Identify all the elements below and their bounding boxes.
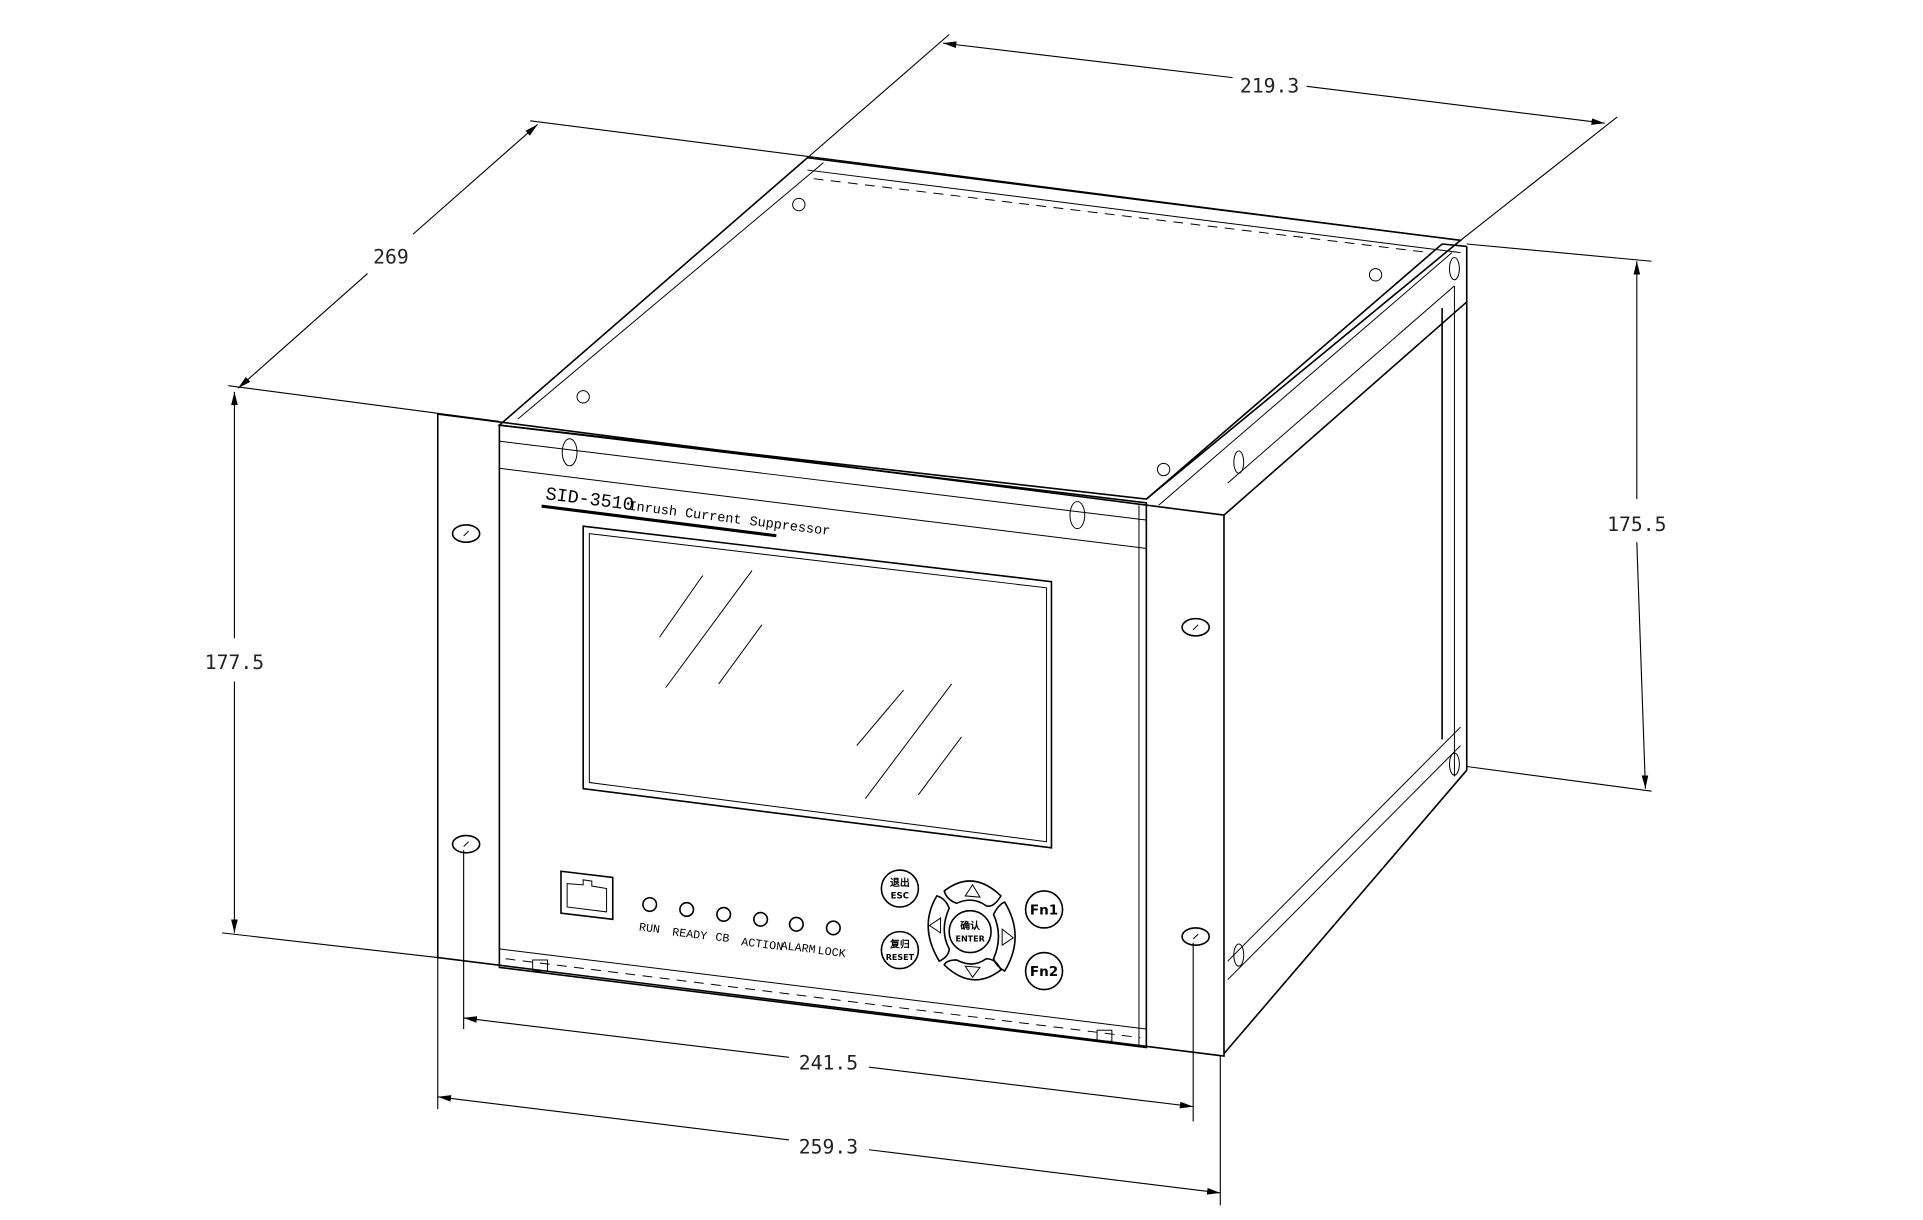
led-indicators: RUN READY CB ACTION ALARM LOCK bbox=[638, 896, 847, 961]
led-run bbox=[642, 896, 658, 913]
ethernet-port-icon bbox=[560, 870, 614, 921]
led-ready bbox=[679, 901, 695, 918]
right-button[interactable] bbox=[992, 901, 1016, 973]
led-label: READY bbox=[671, 925, 708, 943]
mounting-hole bbox=[451, 834, 481, 854]
front-panel: SID-3510 Inrush Current Suppressor bbox=[498, 424, 1148, 1049]
up-button[interactable] bbox=[943, 880, 1002, 907]
mounting-hole bbox=[451, 524, 481, 544]
mounting-hole bbox=[1181, 927, 1210, 946]
front-flange bbox=[436, 413, 1225, 1058]
svg-text:ESC: ESC bbox=[891, 891, 909, 901]
svg-text:ENTER: ENTER bbox=[956, 934, 985, 943]
dim-height-front: 177.5 bbox=[205, 651, 264, 674]
dim-depth-top: 219.3 bbox=[1240, 74, 1299, 97]
led-label: RUN bbox=[638, 920, 661, 936]
svg-text:Fn2: Fn2 bbox=[1030, 964, 1058, 980]
top-cover bbox=[497, 156, 1463, 500]
arrow-down-icon bbox=[964, 965, 981, 979]
reset-button[interactable]: 复归 RESET bbox=[880, 930, 920, 970]
led-label: LOCK bbox=[817, 944, 847, 961]
led-action bbox=[753, 911, 769, 927]
svg-text:确认: 确认 bbox=[960, 919, 980, 932]
enter-button[interactable]: 确认 ENTER bbox=[948, 909, 992, 954]
led-label: CB bbox=[715, 930, 731, 946]
led-cb bbox=[716, 906, 732, 922]
dim-height-rear: 175.5 bbox=[1607, 513, 1666, 536]
led-label: ALARM bbox=[780, 939, 817, 957]
arrow-up-icon bbox=[964, 883, 981, 898]
keypad: 退出 ESC 复归 RESET bbox=[880, 869, 1064, 991]
svg-text:复归: 复归 bbox=[889, 938, 910, 951]
esc-button[interactable]: 退出 ESC bbox=[880, 869, 920, 908]
mounting-hole bbox=[1181, 617, 1210, 637]
fn2-button[interactable]: Fn2 bbox=[1024, 951, 1064, 991]
svg-text:Fn1: Fn1 bbox=[1030, 902, 1058, 918]
arrow-left-icon bbox=[928, 917, 942, 934]
led-lock bbox=[825, 920, 841, 936]
dim-flange-width: 259.3 bbox=[799, 1135, 858, 1158]
left-button[interactable] bbox=[927, 894, 951, 963]
side-rails bbox=[1145, 243, 1468, 1055]
lcd-screen bbox=[582, 525, 1053, 849]
dim-hole-spacing: 241.5 bbox=[799, 1052, 858, 1075]
dimension-lines: 219.3 269 175.5 177.5 241.5 259.3 bbox=[205, 34, 1666, 1206]
dim-depth-side: 269 bbox=[373, 246, 409, 269]
svg-text:RESET: RESET bbox=[886, 953, 915, 962]
arrow-right-icon bbox=[1001, 928, 1015, 947]
led-label: ACTION bbox=[740, 935, 783, 954]
fn1-button[interactable]: Fn1 bbox=[1024, 890, 1064, 929]
svg-text:退出: 退出 bbox=[890, 876, 910, 889]
down-button[interactable] bbox=[943, 957, 1002, 981]
led-alarm bbox=[788, 916, 804, 932]
